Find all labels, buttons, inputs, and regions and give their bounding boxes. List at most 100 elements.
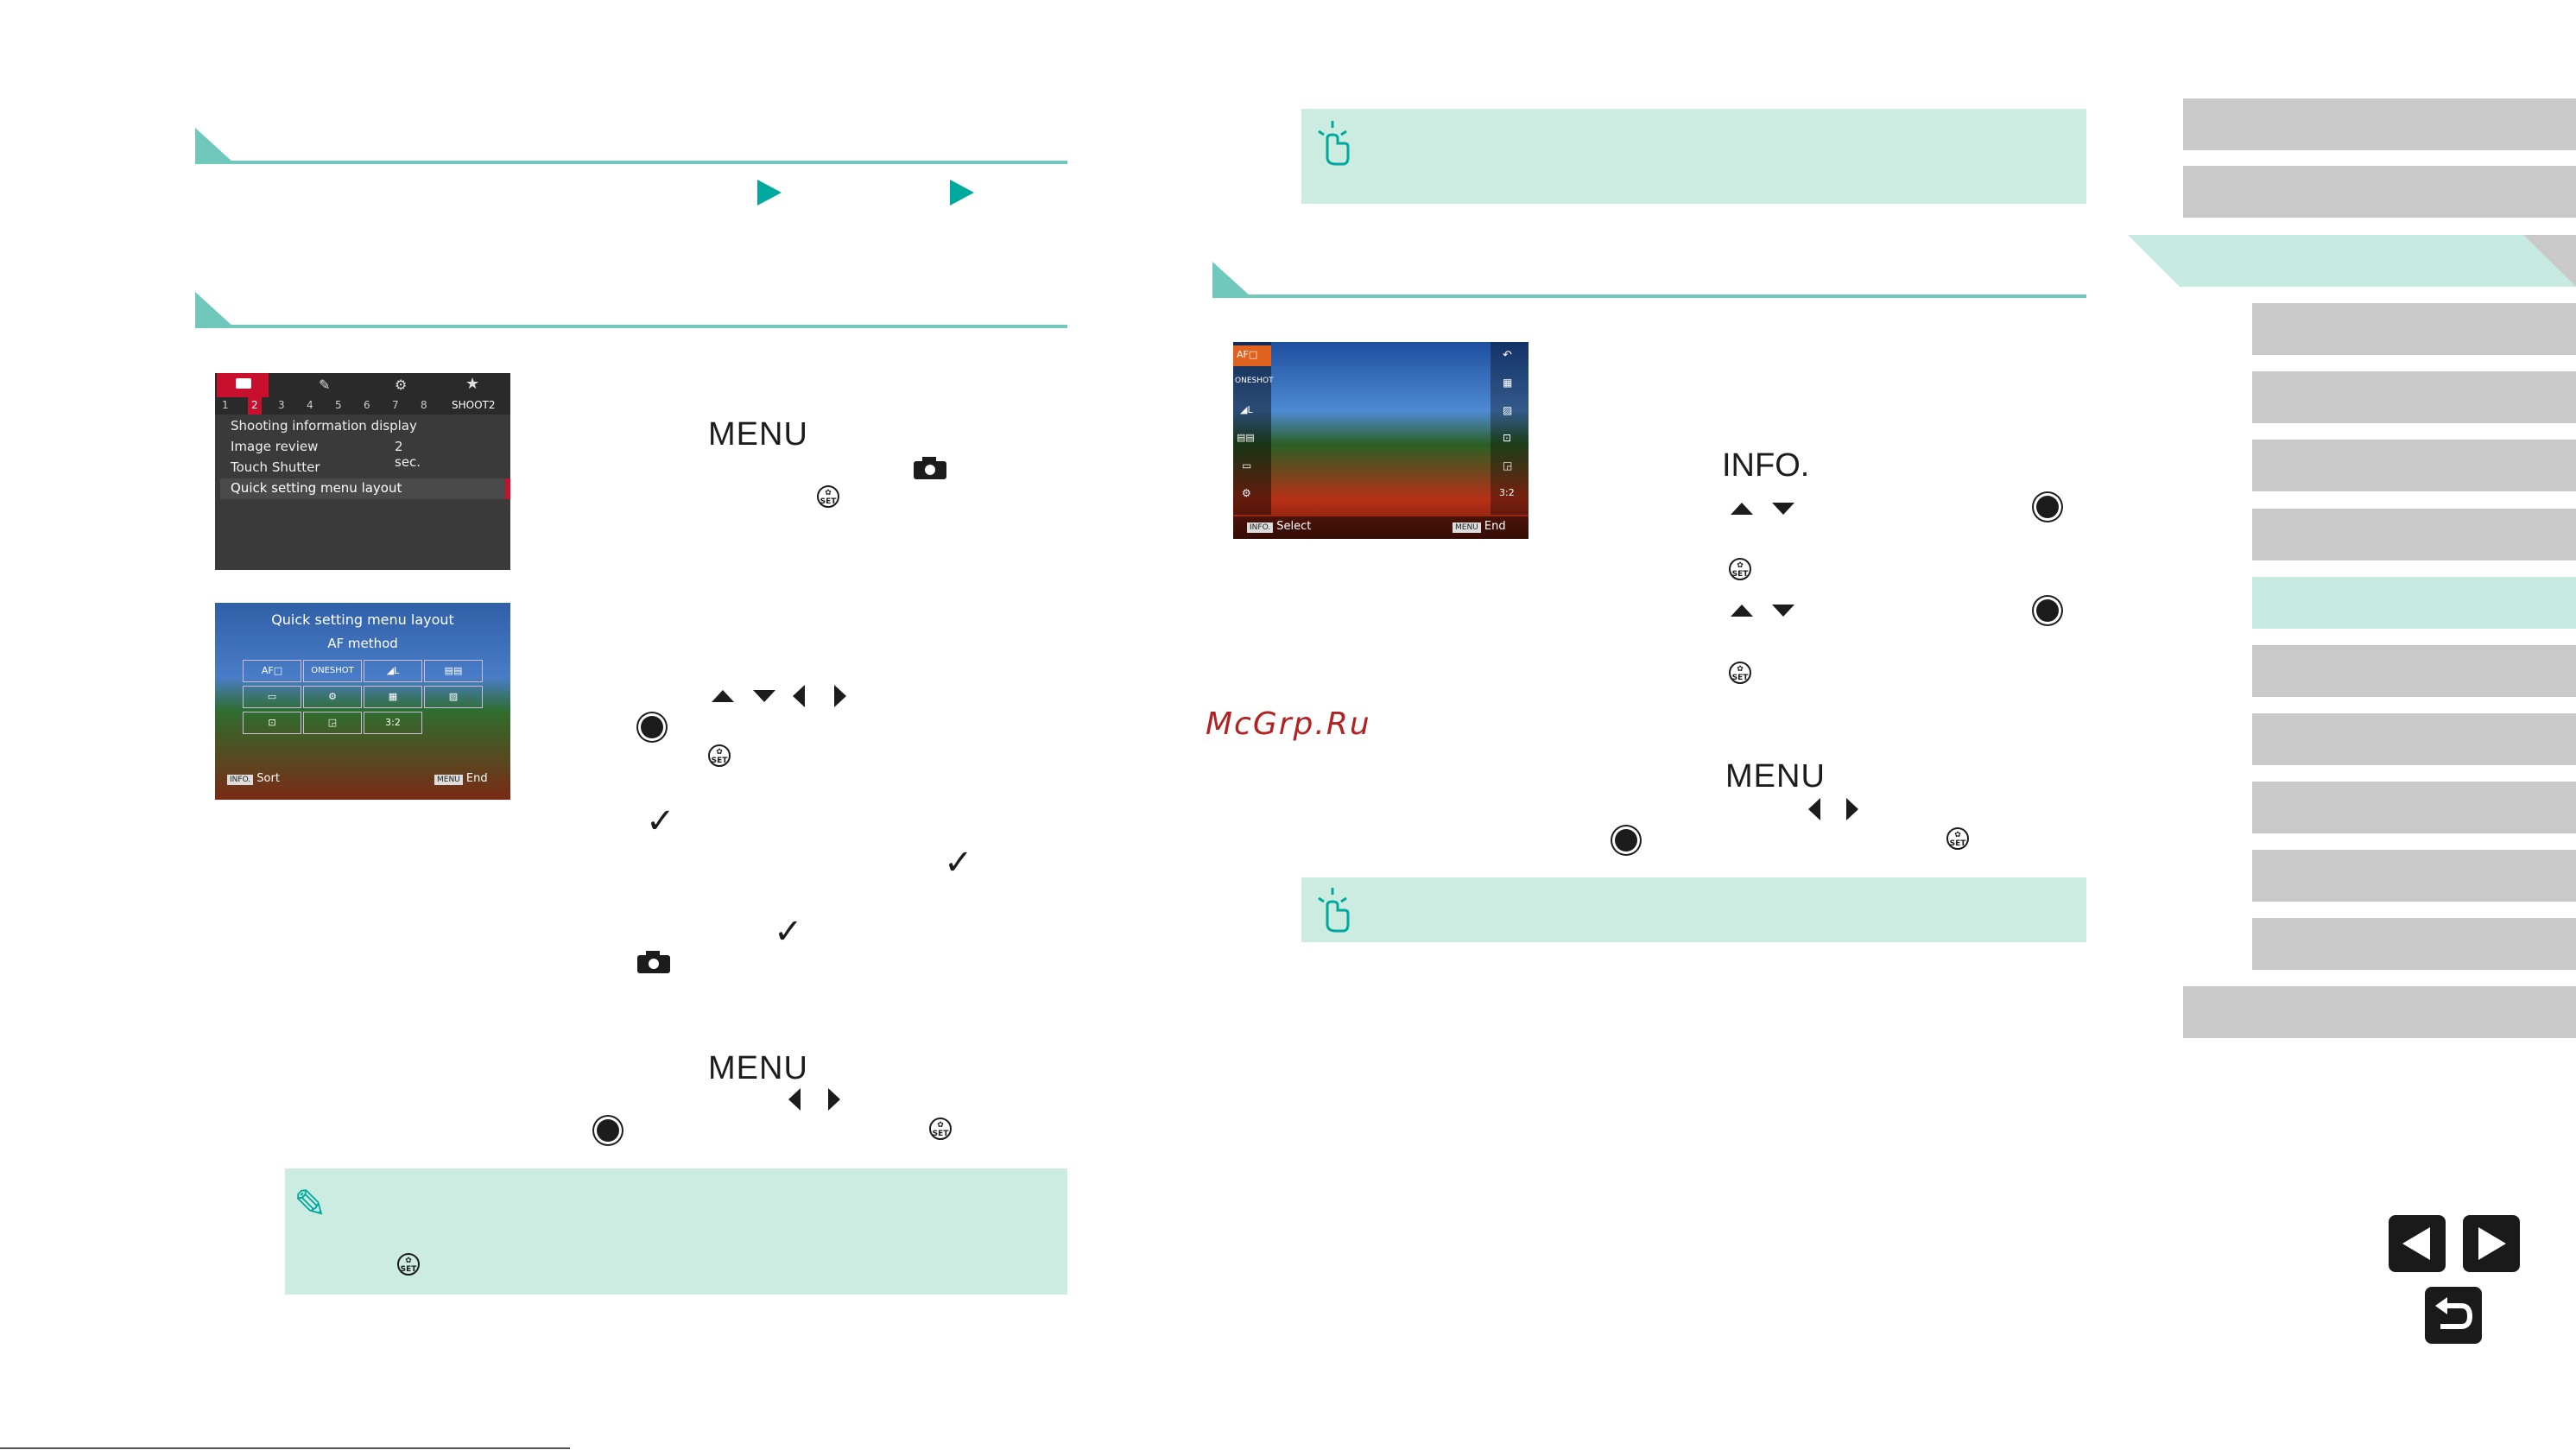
- menu-row-value: 2 sec.: [395, 439, 421, 470]
- pencil-icon: ✎: [294, 1181, 327, 1227]
- control-dial-icon: [2036, 496, 2059, 518]
- grid-cell: ▨: [424, 686, 483, 708]
- section-heading-line: [1212, 294, 2086, 298]
- note-box: ✎ ✿SET: [285, 1168, 1067, 1295]
- tab-number-active: [248, 397, 262, 415]
- grid-cell: ▦: [364, 686, 422, 708]
- icon-cell-active: [1233, 345, 1271, 366]
- menu-row: Shooting information display: [231, 418, 417, 434]
- tab-number: 6: [364, 399, 370, 411]
- quick-setting-screen: AF□ ONESHOT ◢L ▤▤ ▭ ⚙ ↶ ▦ ▨ ⊡ ◲ 3:2 INFO…: [1233, 342, 1529, 539]
- camera-icon: [236, 378, 251, 389]
- nav-subtab[interactable]: [2252, 850, 2576, 902]
- nav-subtab[interactable]: [2252, 918, 2576, 970]
- tab-label: SHOOT2: [452, 399, 496, 411]
- nav-subtab[interactable]: [2252, 645, 2576, 697]
- previous-page-icon: [2402, 1227, 2430, 1260]
- menu-key-label: MENU: [1725, 758, 1826, 795]
- tab-number: 5: [335, 399, 342, 411]
- previous-page-button[interactable]: [2389, 1215, 2446, 1272]
- play-arrow-icon: [757, 180, 782, 206]
- bottom-rule: [0, 1447, 570, 1449]
- set-button-icon: ✿SET: [817, 485, 839, 508]
- down-arrow-icon: [1772, 605, 1794, 617]
- tab-numbers: 1 2 3 4 5 6 7 8 SHOOT2: [215, 397, 510, 415]
- menu-key-label: MENU: [708, 416, 808, 453]
- icon-label: AF□: [1237, 349, 1258, 360]
- section-heading-marker: [195, 128, 233, 162]
- quick-setting-layout-screen: Quick setting menu layout AF method AF□ …: [215, 603, 510, 800]
- nav-tab[interactable]: [2183, 166, 2576, 218]
- tab-number: 1: [222, 399, 229, 411]
- nav-subtab[interactable]: [2252, 713, 2576, 765]
- checkmark-icon: ✓: [944, 843, 973, 883]
- icon-label: ▭: [1242, 459, 1252, 472]
- down-arrow-icon: [1772, 503, 1794, 515]
- nav-subtab[interactable]: [2252, 371, 2576, 423]
- touch-note-box: [1301, 877, 2086, 942]
- left-arrow-icon: [788, 1088, 801, 1111]
- tab-number: 4: [307, 399, 313, 411]
- right-icon-column: ↶ ▦ ▨ ⊡ ◲ 3:2: [1491, 342, 1529, 515]
- back-button[interactable]: [2425, 1287, 2482, 1344]
- tab-number: 8: [421, 399, 427, 411]
- menu-row-selected: [220, 478, 510, 499]
- touch-icon: [1312, 886, 1353, 934]
- set-button-icon: ✿SET: [1729, 662, 1751, 684]
- grid-cell: ◲: [303, 712, 362, 734]
- icon-label: ONESHOT: [1235, 377, 1274, 385]
- nav-subtab[interactable]: [2252, 303, 2576, 355]
- icon-label: 3:2: [1499, 487, 1515, 498]
- icon-label: ◲: [1503, 459, 1513, 472]
- next-page-button[interactable]: [2463, 1215, 2520, 1272]
- up-arrow-icon: [1731, 605, 1753, 617]
- nav-section-header[interactable]: [2128, 235, 2576, 287]
- grid-cell: ▭: [243, 686, 301, 708]
- nav-tab[interactable]: [2183, 986, 2576, 1038]
- menu-row: Quick setting menu layout: [231, 480, 402, 496]
- set-button-icon: ✿SET: [397, 1253, 420, 1276]
- set-button-icon: ✿SET: [1946, 827, 1969, 850]
- layout-grid: AF□ ONESHOT ◢L ▤▤ ▭ ⚙ ▦ ▨ ⊡ ◲ 3:2: [243, 660, 483, 739]
- up-arrow-icon: [1731, 503, 1753, 515]
- screen-footer-right: MENU End: [1453, 520, 1506, 533]
- screen-footer-left: INFO. Sort: [227, 772, 280, 785]
- right-arrow-icon: [834, 685, 846, 707]
- grid-cell: ⚙: [303, 686, 362, 708]
- screen-subtitle: AF method: [327, 636, 398, 651]
- menu-key-label: MENU: [708, 1050, 808, 1086]
- section-heading-line: [195, 161, 1067, 164]
- touch-icon: [1312, 119, 1353, 168]
- screen-title: Quick setting menu layout: [271, 611, 454, 628]
- nav-tab[interactable]: [2183, 98, 2576, 150]
- nav-subtab[interactable]: [2252, 782, 2576, 833]
- control-dial-icon: [2036, 599, 2059, 622]
- back-icon: [2432, 1292, 2475, 1339]
- playback-icon: ⚙: [395, 377, 408, 393]
- section-heading-marker: [1212, 262, 1250, 296]
- control-dial-icon: [597, 1119, 619, 1142]
- nav-subtab[interactable]: [2252, 509, 2576, 560]
- screen-footer-right: MENU End: [434, 772, 488, 785]
- left-arrow-icon: [793, 685, 805, 707]
- nav-subtab-active[interactable]: [2252, 577, 2576, 629]
- set-button-icon: ✿SET: [1729, 558, 1751, 580]
- grid-cell: 3:2: [364, 712, 422, 734]
- menu-row: Image review 2 sec.: [231, 439, 429, 470]
- icon-label: ⚙: [1242, 487, 1251, 499]
- star-icon: ★: [465, 375, 480, 393]
- icon-label: ▦: [1503, 377, 1513, 389]
- right-arrow-icon: [1846, 798, 1858, 820]
- icon-label: ↶: [1503, 349, 1512, 362]
- checkmark-icon: ✓: [774, 912, 803, 952]
- grid-cell: AF□: [243, 660, 301, 682]
- control-dial-icon: [1615, 829, 1637, 852]
- camera-icon: [914, 457, 946, 479]
- down-arrow-icon: [753, 690, 775, 702]
- menu-row: Touch Shutter: [231, 459, 320, 475]
- camera-icon: [637, 951, 670, 973]
- watermark: McGrp.Ru: [1206, 706, 1371, 742]
- grid-cell: ▤▤: [424, 660, 483, 682]
- nav-subtab[interactable]: [2252, 440, 2576, 491]
- section-heading-marker: [195, 292, 233, 326]
